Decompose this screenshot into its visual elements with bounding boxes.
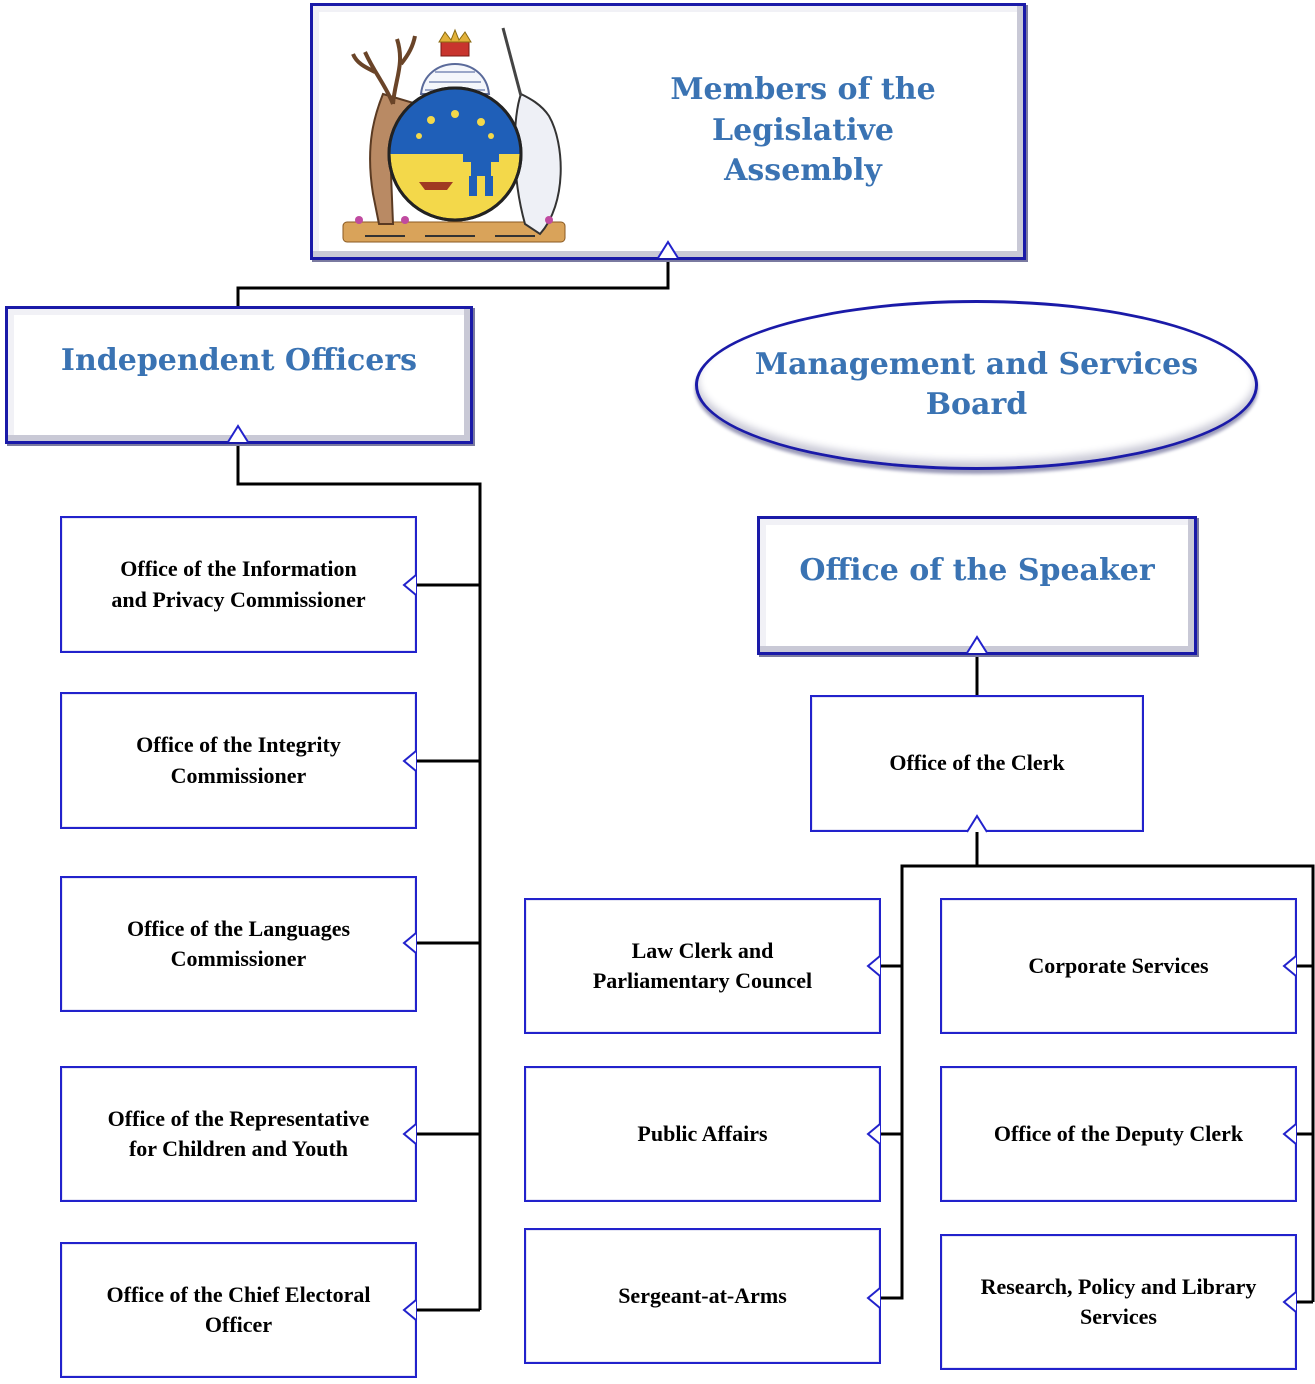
connector-independent-trunk — [236, 442, 482, 1310]
chevron-up-icon — [657, 240, 679, 259]
chevron-left-icon — [1282, 1291, 1297, 1313]
management-services-board-ellipse[interactable]: Management and Services Board — [695, 300, 1258, 470]
chevron-left-icon — [402, 574, 417, 596]
chevron-left-icon — [866, 1287, 881, 1309]
office-of-the-clerk-label: Office of the Clerk — [889, 750, 1065, 776]
chevron-left-icon — [866, 955, 881, 977]
chevron-left-icon — [402, 750, 417, 772]
office-of-the-clerk-box[interactable]: Office of the Clerk — [810, 695, 1144, 832]
connector-clerk-branch — [880, 830, 979, 1300]
members-legislative-assembly-label: Members of the Legislative Assembly — [670, 72, 936, 188]
office-of-the-speaker-box[interactable]: Office of the Speaker — [757, 516, 1197, 655]
members-legislative-assembly-box[interactable]: Members of the Legislative Assembly — [310, 3, 1026, 260]
connector-right-trunk — [977, 864, 1315, 1302]
sergeant-at-arms-box[interactable]: Sergeant-at-Arms — [524, 1228, 881, 1364]
chevron-up-icon — [227, 424, 249, 443]
corporate-services-box[interactable]: Corporate Services — [940, 898, 1297, 1034]
chevron-up-icon — [966, 814, 988, 833]
chevron-left-icon — [402, 932, 417, 954]
connector-top-to-independent — [236, 258, 670, 308]
chevron-left-icon — [1282, 1123, 1297, 1145]
independent-officers-box[interactable]: Independent Officers — [5, 306, 473, 444]
chevron-up-icon — [966, 635, 988, 654]
chevron-left-icon — [866, 1123, 881, 1145]
deputy-clerk-label: Office of the Deputy Clerk — [993, 1120, 1244, 1146]
sergeant-at-arms-label: Sergeant-at-Arms — [618, 1282, 787, 1308]
coat-of-arms-icon — [342, 27, 566, 243]
deputy-clerk-box[interactable]: Office of the Deputy Clerk — [940, 1066, 1297, 1202]
chevron-left-icon — [402, 1123, 417, 1145]
chevron-left-icon — [402, 1299, 417, 1321]
independent-officers-label: Independent Officers — [60, 343, 418, 378]
chevron-left-icon — [1282, 955, 1297, 977]
public-affairs-label: Public Affairs — [637, 1120, 768, 1146]
corporate-services-label: Corporate Services — [1028, 952, 1209, 978]
management-services-board-label: Management and Services Board — [754, 346, 1199, 423]
office-of-the-speaker-label: Office of the Speaker — [799, 553, 1155, 588]
public-affairs-box[interactable]: Public Affairs — [524, 1066, 881, 1202]
